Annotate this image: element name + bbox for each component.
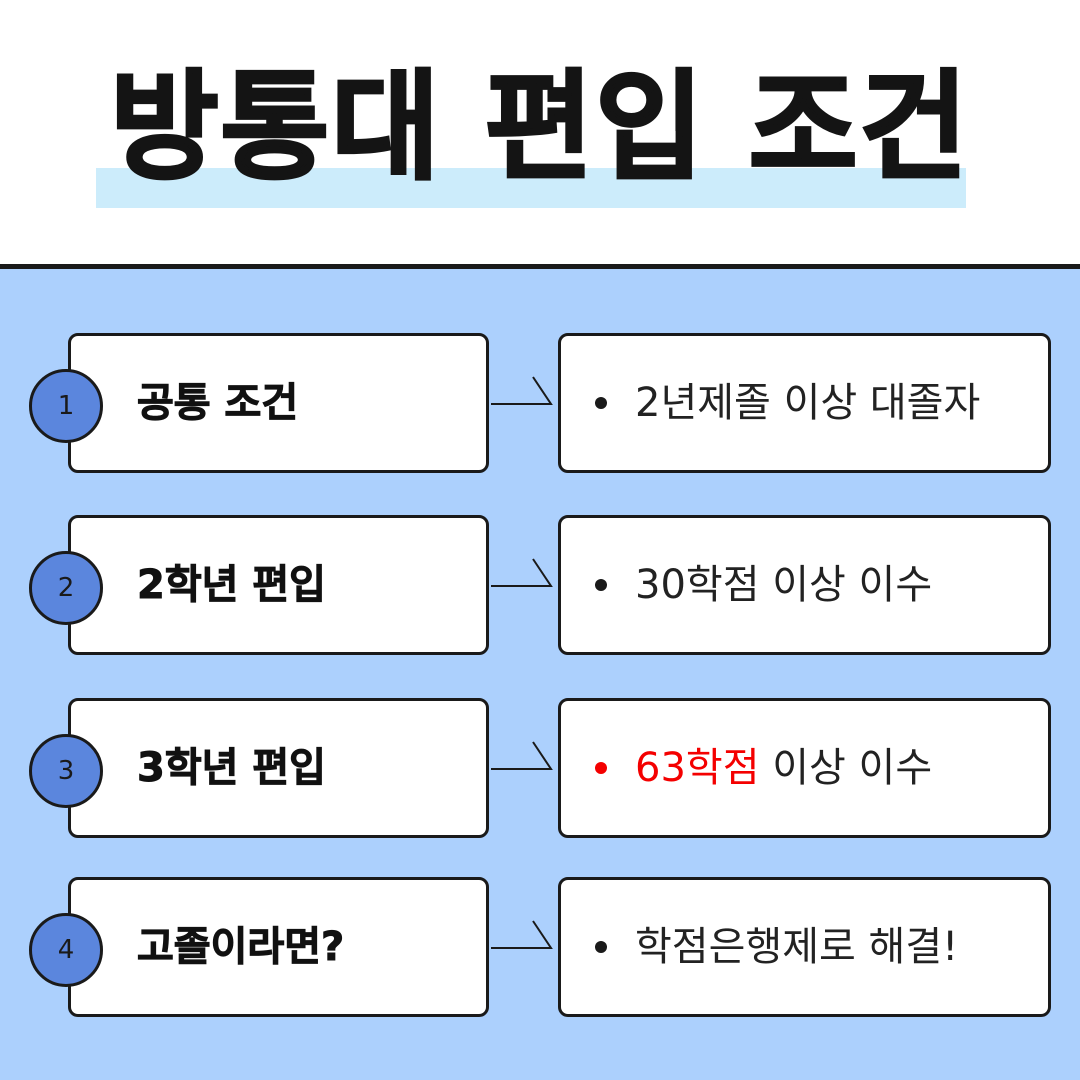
condition-label-box: 3학년 편입	[68, 698, 489, 838]
condition-detail: 63학점 이상 이수	[635, 701, 932, 835]
condition-row-3: 3학년 편입 3 63학점 이상 이수	[0, 698, 1080, 838]
arrow-connector-icon	[491, 920, 553, 949]
condition-detail-rest: 이상 이수	[759, 745, 933, 791]
condition-row-4: 고졸이라면? 4 학점은행제로 해결!	[0, 877, 1080, 1017]
header: 방통대 편입 조건	[0, 0, 1080, 266]
number-badge: 1	[29, 369, 103, 443]
condition-label: 2학년 편입	[137, 562, 327, 609]
number-badge: 4	[29, 913, 103, 987]
condition-label-box: 2학년 편입	[68, 515, 489, 655]
condition-detail: 학점은행제로 해결!	[635, 924, 959, 970]
condition-label: 공통 조건	[136, 380, 299, 427]
page-title: 방통대 편입 조건	[108, 57, 971, 198]
header-divider	[0, 264, 1080, 269]
condition-label: 3학년 편입	[137, 745, 327, 792]
condition-detail: 2년제졸 이상 대졸자	[635, 380, 981, 426]
bullet-icon	[595, 941, 607, 953]
bullet-icon	[595, 397, 607, 409]
condition-detail-box: 63학점 이상 이수	[558, 698, 1051, 838]
condition-row-2: 2학년 편입 2 30학점 이상 이수	[0, 515, 1080, 655]
condition-row-1: 공통 조건 1 2년제졸 이상 대졸자	[0, 333, 1080, 473]
condition-label-box: 고졸이라면?	[68, 877, 489, 1017]
bullet-icon	[595, 579, 607, 591]
condition-detail-box: 학점은행제로 해결!	[558, 877, 1051, 1017]
condition-label-box: 공통 조건	[68, 333, 489, 473]
condition-label: 고졸이라면?	[136, 924, 345, 971]
arrow-connector-icon	[491, 558, 553, 587]
condition-detail: 30학점 이상 이수	[635, 562, 933, 608]
highlighted-credits: 63학점	[635, 745, 760, 791]
number-badge: 3	[29, 734, 103, 808]
title-highlight-bar	[96, 168, 966, 208]
arrow-connector-icon	[491, 376, 553, 405]
number-badge: 2	[29, 551, 103, 625]
arrow-connector-icon	[491, 741, 553, 770]
condition-detail-box: 30학점 이상 이수	[558, 515, 1051, 655]
bullet-icon	[595, 762, 607, 774]
condition-detail-box: 2년제졸 이상 대졸자	[558, 333, 1051, 473]
